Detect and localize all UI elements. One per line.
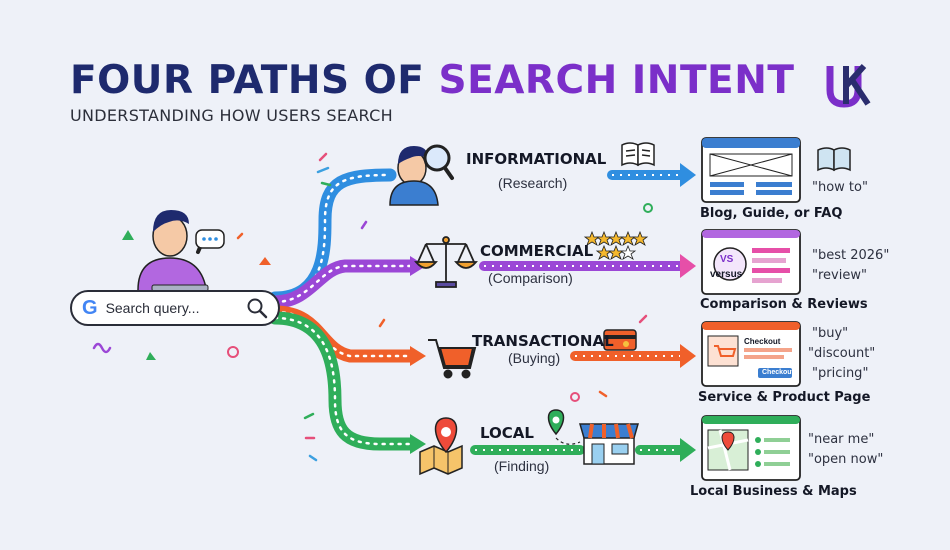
- informational-path: [268, 168, 397, 305]
- uki-logo: [826, 63, 871, 108]
- transactional-title: TRANSACTIONAL: [472, 332, 614, 350]
- informational-sub: (Research): [498, 175, 568, 191]
- title-part-1: FOUR PATHS OF: [70, 58, 439, 103]
- checkout-button: Checkout: [762, 369, 794, 376]
- book-icon: [621, 142, 655, 167]
- local-caption: Local Business & Maps: [690, 484, 857, 499]
- map-pin-icon: [419, 417, 463, 476]
- transactional-sub: (Buying): [508, 350, 561, 366]
- transactional-keyword-1: "buy": [812, 326, 849, 341]
- shopping-cart-icon: [428, 339, 477, 379]
- commercial-path: [268, 259, 417, 309]
- scales-icon: [414, 236, 478, 288]
- google-logo-icon: G: [82, 296, 98, 319]
- title-part-2: SEARCH INTENT: [438, 58, 795, 103]
- user-illustration: [137, 210, 225, 299]
- vs-badge: VS: [720, 254, 734, 265]
- page-title: FOUR PATHS OF SEARCH INTENT: [70, 58, 794, 103]
- researcher-illustration: [389, 144, 454, 206]
- search-query-text: Search query...: [105, 300, 200, 316]
- comparison-page-illustration: [701, 229, 801, 295]
- search-bar[interactable]: G Search query...: [70, 290, 280, 326]
- local-title: LOCAL: [480, 424, 534, 442]
- rating-stars-icon: [583, 230, 649, 260]
- commercial-sub: (Comparison): [488, 270, 573, 286]
- page-subtitle: UNDERSTANDING HOW USERS SEARCH: [70, 106, 393, 125]
- informational-title: INFORMATIONAL: [466, 150, 607, 168]
- credit-card-icon: [603, 329, 637, 351]
- commercial-keyword-2: "review": [812, 268, 867, 283]
- commercial-title: COMMERCIAL: [480, 242, 594, 260]
- local-keyword-1: "near me": [808, 432, 875, 447]
- checkout-page-illustration: [701, 321, 801, 387]
- versus-label: versus: [710, 269, 743, 280]
- informational-keyword: "how to": [812, 180, 868, 195]
- local-path: [268, 311, 417, 451]
- local-keyword-2: "open now": [808, 452, 884, 467]
- book-icon-open: [817, 147, 851, 172]
- confetti-decor: [92, 152, 648, 462]
- checkout-title: Checkout: [744, 337, 781, 346]
- local-sub: (Finding): [494, 458, 550, 474]
- informational-caption: Blog, Guide, or FAQ: [700, 206, 843, 221]
- commercial-caption: Comparison & Reviews: [700, 297, 868, 312]
- transactional-keyword-2: "discount": [808, 346, 876, 361]
- commercial-keyword-1: "best 2026": [812, 248, 890, 263]
- transactional-caption: Service & Product Page: [698, 390, 871, 405]
- map-page-illustration: [701, 415, 801, 481]
- storefront-icon: [579, 423, 639, 465]
- blog-page-illustration: [701, 137, 801, 203]
- location-pin-icon: [547, 409, 581, 445]
- transactional-keyword-3: "pricing": [812, 366, 869, 381]
- search-icon[interactable]: [246, 297, 268, 319]
